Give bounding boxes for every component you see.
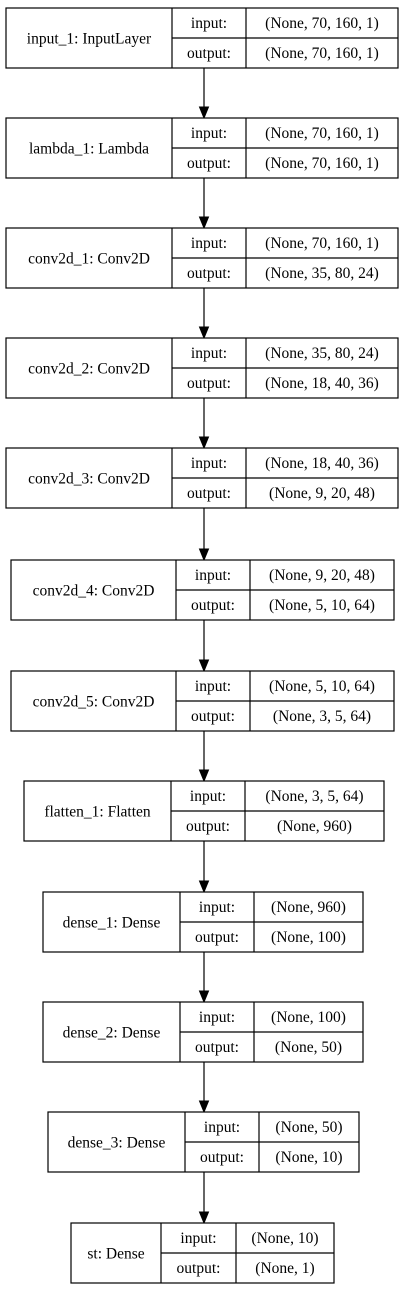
output-shape: (None, 3, 5, 64)	[273, 708, 371, 725]
layer-name: conv2d_5: Conv2D	[33, 694, 155, 711]
arrowhead	[198, 436, 210, 450]
layer-node: conv2d_3: Conv2D input: output: (None, 18, …	[5, 447, 399, 509]
output-label: output:	[187, 155, 231, 172]
arrowhead	[198, 659, 210, 673]
layer-node: dense_3: Dense input: output: (None, 50) (No…	[47, 1111, 360, 1173]
layer-node: conv2d_1: Conv2D input: output: (None, 70, …	[5, 227, 399, 289]
layer-name: conv2d_1: Conv2D	[28, 251, 150, 268]
layer-name: flatten_1: Flatten	[44, 804, 151, 821]
input-label: input:	[195, 567, 231, 584]
input-shape: (None, 35, 80, 24)	[265, 345, 379, 362]
input-label: input:	[195, 678, 231, 695]
input-label: input:	[180, 1230, 216, 1247]
arrowhead	[198, 216, 210, 230]
layer-name: input_1: InputLayer	[27, 31, 152, 48]
layer-name: dense_3: Dense	[68, 1135, 166, 1152]
input-shape: (None, 3, 5, 64)	[265, 788, 363, 805]
output-label: output:	[186, 818, 230, 835]
output-shape: (None, 10)	[275, 1149, 342, 1166]
output-shape: (None, 100)	[271, 929, 346, 946]
input-label: input:	[199, 899, 235, 916]
output-label: output:	[195, 1039, 239, 1056]
layer-name: lambda_1: Lambda	[29, 141, 149, 158]
input-label: input:	[191, 15, 227, 32]
output-shape: (None, 18, 40, 36)	[265, 375, 379, 392]
input-label: input:	[191, 235, 227, 252]
output-label: output:	[200, 1149, 244, 1166]
output-shape: (None, 35, 80, 24)	[265, 265, 379, 282]
output-label: output:	[187, 485, 231, 502]
arrowhead	[198, 990, 210, 1004]
output-label: output:	[177, 1260, 221, 1277]
output-label: output:	[187, 265, 231, 282]
layer-node: conv2d_4: Conv2D input: output: (None, 9, 2…	[10, 559, 395, 621]
input-shape: (None, 70, 160, 1)	[265, 235, 379, 252]
arrowhead	[198, 769, 210, 783]
input-shape: (None, 5, 10, 64)	[269, 678, 375, 695]
layer-name: conv2d_3: Conv2D	[28, 471, 150, 488]
layer-name: st: Dense	[87, 1246, 144, 1263]
arrowhead	[198, 106, 210, 120]
arrowhead	[198, 548, 210, 562]
output-label: output:	[187, 45, 231, 62]
layer-node: st: Dense input: output: (None, 10) (None, 1…	[70, 1222, 335, 1284]
input-label: input:	[204, 1119, 240, 1136]
input-label: input:	[191, 125, 227, 142]
input-label: input:	[191, 345, 227, 362]
output-label: output:	[187, 375, 231, 392]
output-shape: (None, 70, 160, 1)	[265, 155, 379, 172]
output-shape: (None, 50)	[275, 1039, 342, 1056]
input-shape: (None, 18, 40, 36)	[265, 455, 379, 472]
input-label: input:	[190, 788, 226, 805]
input-label: input:	[191, 455, 227, 472]
input-shape: (None, 50)	[275, 1119, 342, 1136]
arrowhead	[198, 1100, 210, 1114]
arrowhead	[198, 326, 210, 340]
input-shape: (None, 9, 20, 48)	[269, 567, 375, 584]
output-shape: (None, 70, 160, 1)	[265, 45, 379, 62]
layer-name: conv2d_2: Conv2D	[28, 361, 150, 378]
input-shape: (None, 70, 160, 1)	[265, 15, 379, 32]
output-shape: (None, 5, 10, 64)	[269, 597, 375, 614]
layer-node: conv2d_2: Conv2D input: output: (None, 35, …	[5, 337, 399, 399]
layer-name: dense_2: Dense	[63, 1025, 161, 1042]
output-shape: (None, 9, 20, 48)	[269, 485, 375, 502]
layer-name: dense_1: Dense	[63, 915, 161, 932]
output-shape: (None, 960)	[277, 818, 352, 835]
layer-name: conv2d_4: Conv2D	[33, 583, 155, 600]
input-label: input:	[199, 1009, 235, 1026]
layer-node: lambda_1: Lambda input: output: (None, 70, …	[5, 117, 399, 179]
output-label: output:	[195, 929, 239, 946]
output-label: output:	[191, 708, 235, 725]
arrowhead	[198, 1211, 210, 1225]
layer-node: flatten_1: Flatten input: output: (None, 3,…	[23, 780, 385, 842]
input-shape: (None, 960)	[271, 899, 346, 916]
input-shape: (None, 100)	[271, 1009, 346, 1026]
output-label: output:	[191, 597, 235, 614]
layer-node: input_1: InputLayer input: output: (None, 7…	[5, 7, 399, 69]
layer-node: dense_1: Dense input: output: (None, 960) (N…	[42, 891, 364, 953]
input-shape: (None, 10)	[251, 1230, 318, 1247]
output-shape: (None, 1)	[255, 1260, 314, 1277]
input-shape: (None, 70, 160, 1)	[265, 125, 379, 142]
layer-node: conv2d_5: Conv2D input: output: (None, 5, 1…	[10, 670, 395, 732]
arrowhead	[198, 880, 210, 894]
layer-node: dense_2: Dense input: output: (None, 100) (N…	[42, 1001, 364, 1063]
